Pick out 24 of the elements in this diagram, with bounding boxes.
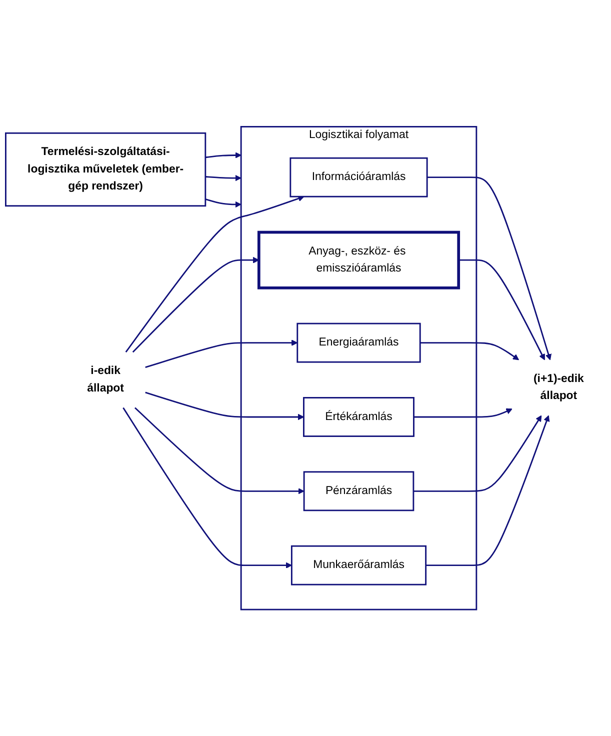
node-text: i-edik állapot <box>87 364 124 394</box>
node-box: Munkaerőáramlás <box>290 545 427 586</box>
node-box: Energiaáramlás <box>296 322 421 363</box>
arrow <box>413 415 542 492</box>
node-box: Termelési-szolgáltatási-logisztika műveletek (ember-gép rendszer) <box>5 132 206 206</box>
arrow <box>205 174 242 182</box>
node-text: (i+1)-edik állapot <box>533 372 584 402</box>
node-box: Információáramlás <box>290 157 428 198</box>
arrow <box>458 259 545 360</box>
node-box: Pénzáramlás <box>303 471 414 511</box>
arrow <box>426 415 550 566</box>
arrow <box>414 408 512 418</box>
arrow <box>427 176 552 360</box>
arrow <box>145 340 298 368</box>
node-box: Értékáramlás <box>303 396 414 437</box>
arrow <box>122 407 292 568</box>
arrow <box>134 407 304 494</box>
node-box: Anyag-, eszköz- és emisszióáramlás <box>257 230 460 290</box>
arrow <box>205 198 242 208</box>
arrow <box>125 195 304 352</box>
arrow <box>205 152 242 158</box>
arrow <box>420 342 520 360</box>
arrow <box>145 392 304 420</box>
arrow <box>132 256 260 352</box>
